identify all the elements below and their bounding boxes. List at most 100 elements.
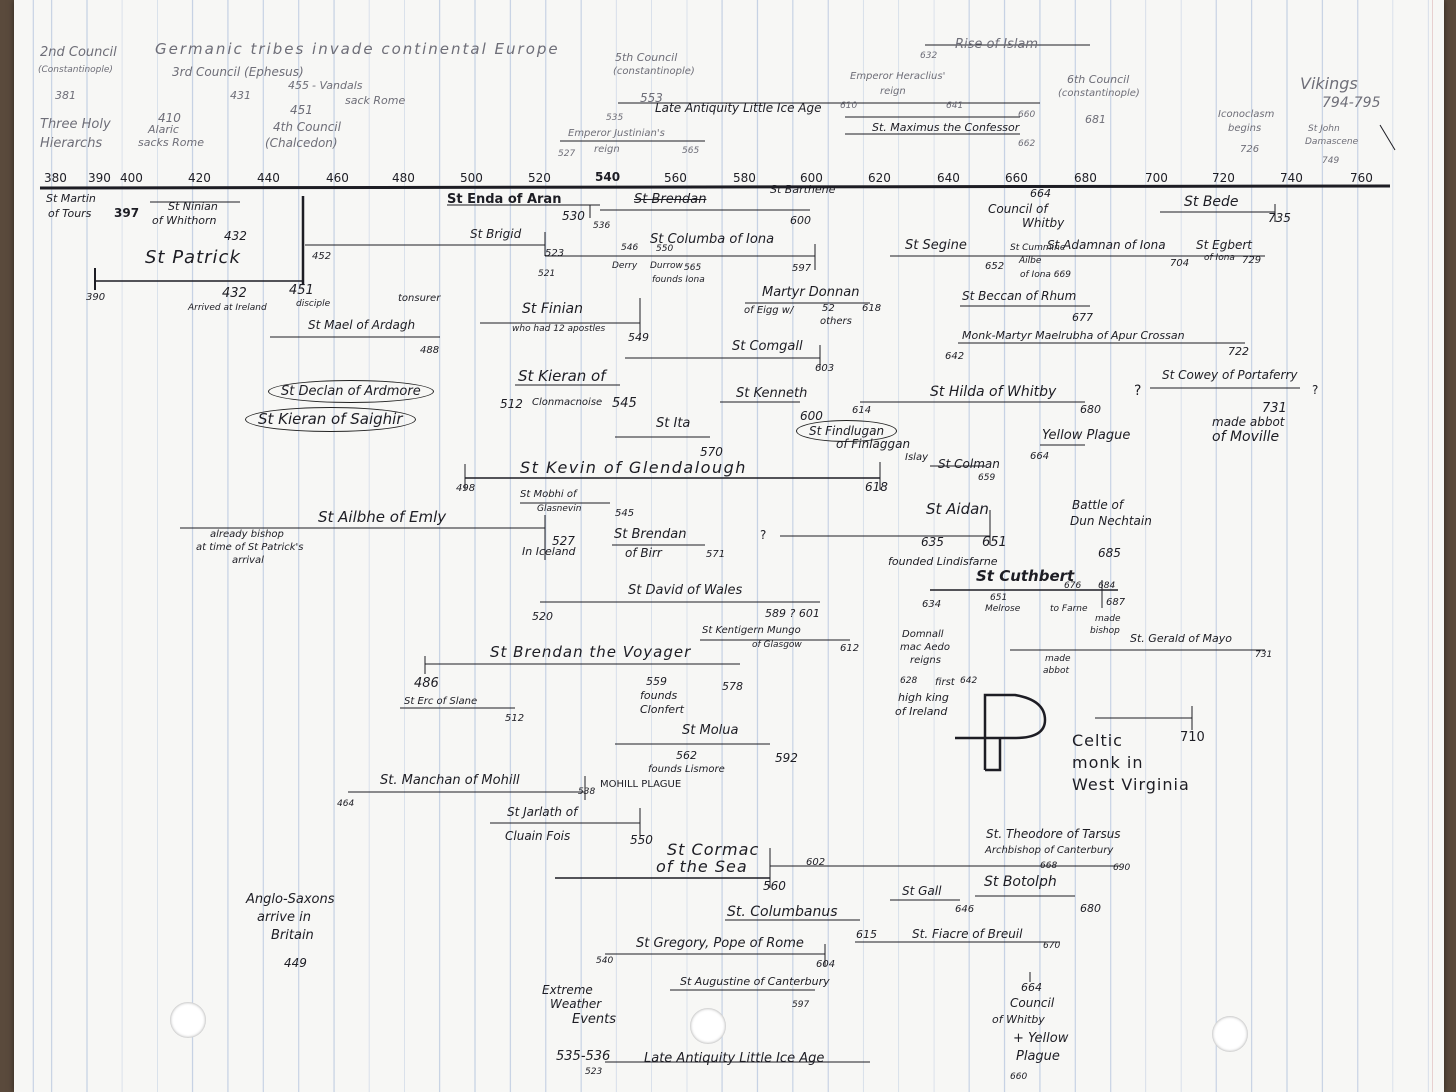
event-label: Emperor Justinian's (568, 128, 665, 139)
saint-year: 540 (596, 956, 614, 966)
saint-label: of the Sea (656, 857, 748, 876)
saint-year: 604 (816, 959, 836, 970)
saint-year: 530 (562, 209, 585, 223)
event-label: Dun Nechtain (1070, 514, 1152, 528)
saint-label: St. Manchan of Mohill (380, 773, 520, 788)
saint-label: St Cuthbert (976, 567, 1075, 585)
event-label: 3rd Council (Ephesus) (172, 65, 304, 79)
saint-note: founds Iona (652, 275, 705, 285)
saint-label: of Whithorn (152, 214, 217, 227)
saint-year: 600 (790, 214, 811, 227)
saint-year: 536 (593, 221, 611, 231)
saint-label: of Glasgow (752, 640, 802, 650)
saint-label: St Erc of Slane (404, 696, 478, 707)
event-year: 662 (1018, 139, 1036, 149)
event-year: 455 (288, 79, 309, 92)
event-year: 794-795 (1322, 95, 1381, 111)
saint-label-scratched: St Brendan (634, 192, 707, 207)
event-year: 664 (1021, 981, 1042, 994)
saint-year: 486 (414, 676, 439, 691)
event-label: 4th Council (273, 120, 341, 134)
saint-label: of Finlaggan (836, 437, 911, 451)
saint-label: Monk-Martyr Maelrubha of Apur Crossan (962, 329, 1185, 342)
saint-note: Islay (905, 452, 928, 463)
axis-tick-label: 400 (120, 171, 143, 185)
saint-note: at time of St Patrick's (196, 542, 304, 553)
event-label: Three Holy (40, 117, 111, 132)
saint-year: 600 (800, 409, 823, 423)
saint-year: 618 (862, 303, 882, 314)
saint-label: St Beccan of Rhum (962, 289, 1077, 303)
saint-label: St Jarlath of (507, 805, 578, 819)
saint-label: St Mobhi of (520, 489, 577, 500)
saint-label: St Ninian (168, 200, 218, 213)
event-label: St John (1308, 124, 1340, 134)
saint-year: 589 ? 601 (765, 607, 820, 620)
event-label: mac Aedo (900, 642, 951, 653)
saint-label: St Botolph (984, 874, 1057, 890)
event-year: 410 (158, 111, 181, 125)
saint-label: St. Columbanus (727, 904, 838, 920)
event-label: reign (880, 86, 906, 97)
saint-note: arrival (232, 555, 264, 566)
saint-label: St Augustine of Canterbury (680, 975, 830, 988)
event-label: MOHILL PLAGUE (600, 779, 682, 790)
lined-paper-sheet (14, 0, 1444, 1092)
saint-label: St. Theodore of Tarsus (986, 827, 1121, 841)
saint-label: St Bede (1184, 194, 1239, 210)
saint-label-circled: St Declan of Ardmore (268, 380, 434, 403)
event-label: St. Maximus the Confessor (872, 121, 1020, 134)
event-label: Domnall (902, 629, 944, 640)
saint-year: 735 (1268, 211, 1291, 225)
saint-label: St Gregory, Pope of Rome (636, 936, 804, 951)
saint-label: St Egbert (1196, 238, 1252, 252)
saint-year: 559 (646, 675, 667, 688)
event-label: (constantinople) (613, 66, 695, 77)
event-year: 642 (960, 676, 978, 686)
event-year: 664 (1030, 187, 1051, 200)
saint-year: 680 (1080, 902, 1101, 915)
event-label: Anglo-Saxons (246, 892, 335, 907)
saint-note: disciple (296, 299, 331, 309)
saint-label: of Tours (48, 207, 92, 220)
saint-note: others (820, 316, 852, 327)
event-label: Late Antiquity Little Ice Age (655, 101, 822, 115)
saint-label: St Cormac (667, 840, 760, 859)
event-label: - Vandals (312, 79, 363, 92)
axis-tick-label: 520 (528, 171, 551, 185)
saint-year: 565 (684, 263, 702, 273)
event-year: 726 (1240, 144, 1260, 155)
saint-year: 451 (289, 283, 314, 298)
event-year: 660 (1018, 110, 1036, 120)
vikings-mark (1379, 124, 1396, 151)
event-label: Late Antiquity Little Ice Age (644, 1051, 825, 1066)
saint-label: Cluain Fois (505, 829, 571, 843)
saint-label: Glasnevin (537, 504, 582, 514)
saint-year: 668 (1040, 861, 1058, 871)
event-year: 664 (1030, 451, 1050, 462)
saint-year: 512 (505, 713, 525, 724)
saint-note: In Iceland (522, 545, 576, 558)
saint-label: St Brendan (614, 527, 687, 542)
saint-note: to Farne (1050, 604, 1088, 614)
saint-year: 464 (337, 799, 355, 809)
saint-year: 523 (545, 248, 565, 259)
saint-label: Archbishop of Canterbury (985, 845, 1114, 856)
saint-year: 550 (656, 244, 674, 254)
event-label: Yellow Plague (1042, 428, 1131, 443)
event-label: sacks Rome (138, 136, 204, 149)
saint-year: of Iona 669 (1020, 270, 1071, 280)
saint-note: Arrived at Ireland (188, 303, 267, 313)
event-label: sack Rome (345, 94, 406, 107)
event-label: Plague (1016, 1049, 1060, 1064)
event-label: (Chalcedon) (265, 136, 338, 150)
saint-note: Durrow (650, 261, 683, 271)
saint-year: 452 (312, 251, 332, 262)
saint-year: 651 (982, 535, 1007, 550)
event-label: Emperor Heraclius' (850, 71, 946, 82)
event-label: Rise of Islam (955, 37, 1039, 52)
saint-note: bishop (1090, 626, 1120, 636)
saint-label: St Cummine (1010, 243, 1066, 253)
event-year: 451 (290, 103, 313, 117)
saint-year: 731 (1255, 650, 1273, 660)
